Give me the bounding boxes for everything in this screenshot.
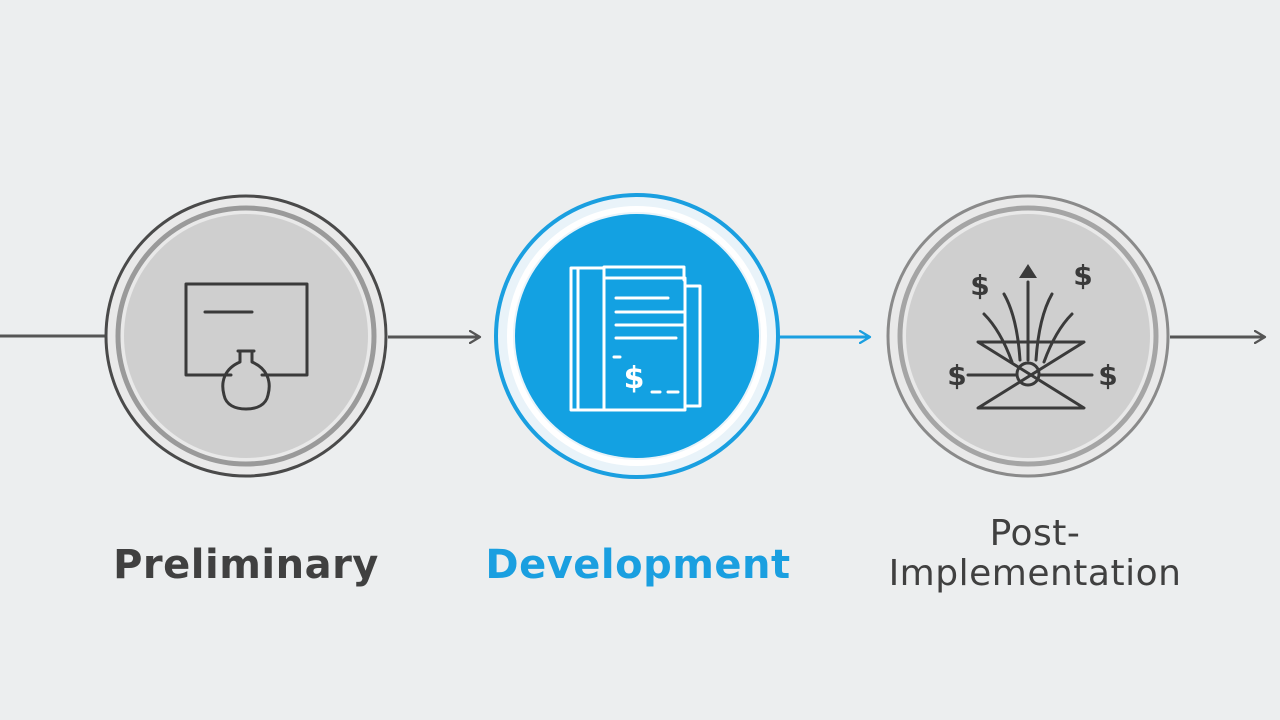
post-dollar-sign-top-right: $ [1073,259,1092,292]
stage-preliminary-node [104,194,388,478]
stage-label-preliminary-line-1: Preliminary [113,542,379,588]
post-dollar-sign-top-left: $ [970,269,989,302]
document-dollar-icon [569,265,702,412]
post-dollar-sign-bottom-left: $ [947,359,966,392]
stage-label-development: Development [456,544,820,586]
flask-board-icon [184,282,309,411]
post-dollar-sign-bottom-right: $ [1098,359,1117,392]
up-arrow-icon [1019,264,1037,278]
money-growth-icon [966,280,1094,410]
stage-label-post-implementation: Post- Implementation [840,514,1230,594]
stage-development-node: $ [494,193,780,479]
stage-post-implementation-node: $ $ $ $ [886,194,1170,478]
development-dollar-sign: $ [624,361,645,396]
stage-label-post-line-2: Implementation [888,553,1182,594]
stage-label-development-line-1: Development [485,542,791,588]
stage-label-preliminary: Preliminary [80,544,412,586]
stage-label-post-line-1: Post- [989,513,1081,554]
